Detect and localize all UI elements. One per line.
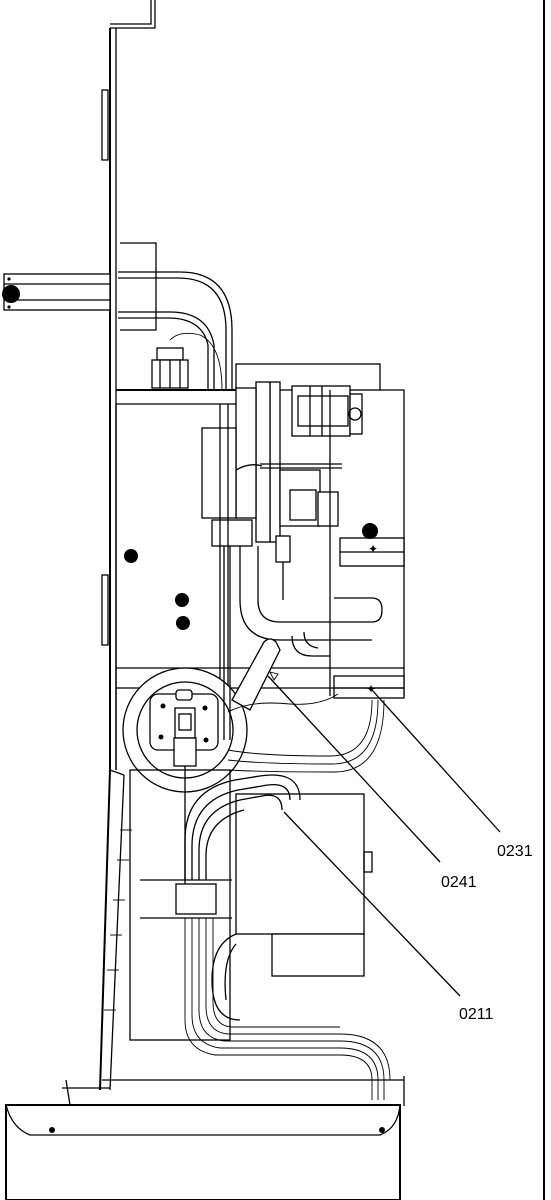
svg-text:✦: ✦ bbox=[368, 542, 378, 556]
burner-box: ✦ ✦ bbox=[329, 389, 405, 699]
upper-bolt-head bbox=[362, 523, 378, 539]
mounting-bolt bbox=[2, 285, 20, 303]
panel-dot-2 bbox=[175, 593, 189, 607]
wire-harness bbox=[184, 693, 391, 1100]
cable-gland bbox=[151, 347, 189, 389]
gas-valve-assembly bbox=[201, 363, 381, 600]
base-screw-left bbox=[49, 1127, 55, 1133]
top-cable-loop bbox=[118, 271, 233, 391]
rear-panel bbox=[101, 28, 117, 770]
lower-component-box bbox=[211, 793, 373, 1021]
svg-text:✦: ✦ bbox=[366, 682, 376, 696]
base-screw-right bbox=[379, 1127, 385, 1133]
leader-0231 bbox=[371, 689, 501, 833]
leader-0241 bbox=[267, 675, 441, 863]
sensor-wire bbox=[184, 546, 231, 884]
upper-shelf bbox=[116, 389, 236, 405]
lower-housing bbox=[99, 769, 232, 1091]
mounting-bar bbox=[2, 242, 157, 331]
base-tray bbox=[5, 1076, 405, 1200]
callout-label-0211: 0211 bbox=[459, 1006, 494, 1023]
flue-tube bbox=[231, 638, 281, 711]
callout-label-0241: 0241 bbox=[441, 874, 477, 891]
leader-lines bbox=[267, 671, 501, 997]
panel-dot-1 bbox=[124, 549, 138, 563]
top-bracket bbox=[110, 0, 156, 29]
callout-label-0231: 0231 bbox=[497, 843, 533, 860]
blower-motor bbox=[122, 667, 248, 793]
leader-0211 bbox=[283, 811, 461, 997]
gas-pipe bbox=[239, 546, 383, 657]
panel-dot-3 bbox=[176, 616, 190, 630]
